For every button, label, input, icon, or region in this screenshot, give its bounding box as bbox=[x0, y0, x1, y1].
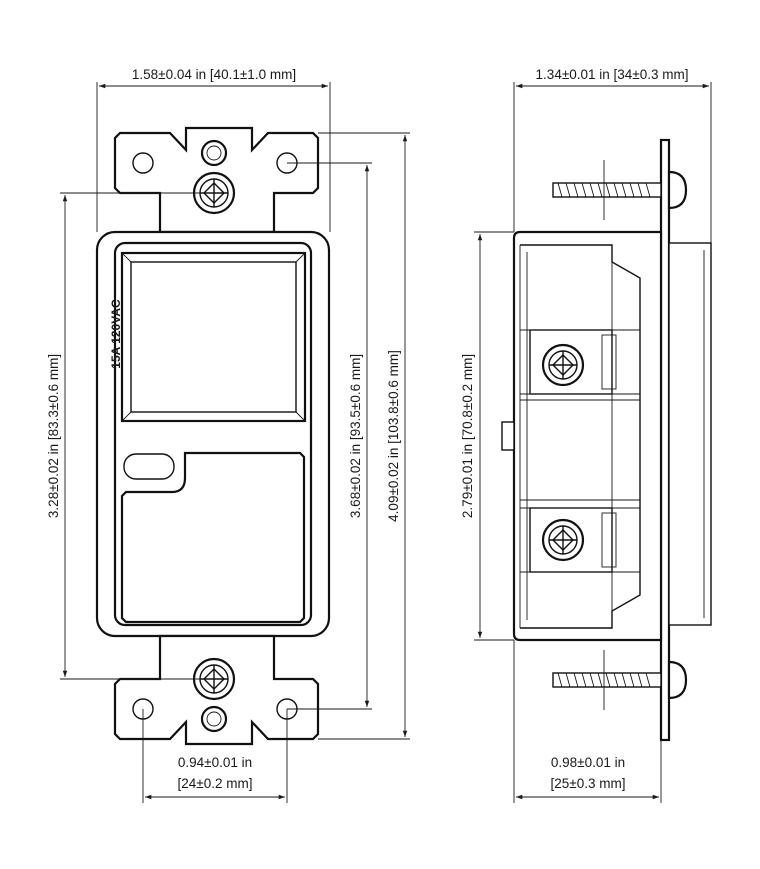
side-view: 1.34±0.01 in [34±0.3 mm] 2.79±0.01 in [7… bbox=[460, 67, 712, 803]
device-face bbox=[113, 241, 313, 627]
strap-mounting-hole-left bbox=[132, 152, 154, 174]
hole-spacing-label-in: 0.94±0.01 in bbox=[178, 755, 252, 770]
lower-paddle bbox=[120, 451, 306, 624]
side-bottom-screw bbox=[552, 650, 688, 710]
side-top-screw bbox=[552, 160, 688, 220]
inner-height-label: 3.28±0.02 in [83.3±0.6 mm] bbox=[46, 354, 61, 518]
mid-height-label: 3.68±0.02 in [93.5±0.6 mm] bbox=[348, 354, 363, 518]
side-face-protrusion bbox=[668, 242, 712, 626]
upper-terminal bbox=[520, 329, 640, 401]
rating-label: 15A 120VAC bbox=[109, 299, 123, 369]
device-body bbox=[95, 230, 331, 638]
side-clip bbox=[501, 421, 515, 451]
strap-center-hole bbox=[200, 139, 228, 167]
front-width-label: 1.58±0.04 in [40.1±1.0 mm] bbox=[132, 67, 296, 82]
side-body-outline bbox=[512, 230, 663, 642]
outer-height-label: 4.09±0.02 in [103.8±0.6 mm] bbox=[386, 350, 401, 522]
side-width-label: 1.34±0.01 in [34±0.3 mm] bbox=[536, 67, 689, 82]
front-view: 15A 120VAC 1.58±0.04 in [40.1±1.0 mm] 3.… bbox=[46, 67, 410, 803]
upper-paddle bbox=[120, 251, 307, 423]
strap-center-hole-bottom bbox=[200, 705, 228, 733]
side-height-label: 2.79±0.01 in [70.8±0.2 mm] bbox=[460, 354, 475, 518]
side-depth-label-in: 0.98±0.01 in bbox=[551, 755, 625, 770]
indicator-light bbox=[123, 453, 175, 480]
side-strap-plate bbox=[659, 138, 671, 742]
lower-terminal bbox=[520, 499, 640, 573]
hole-spacing-label-mm: [24±0.2 mm] bbox=[178, 776, 253, 791]
side-depth-label-mm: [25±0.3 mm] bbox=[551, 776, 626, 791]
